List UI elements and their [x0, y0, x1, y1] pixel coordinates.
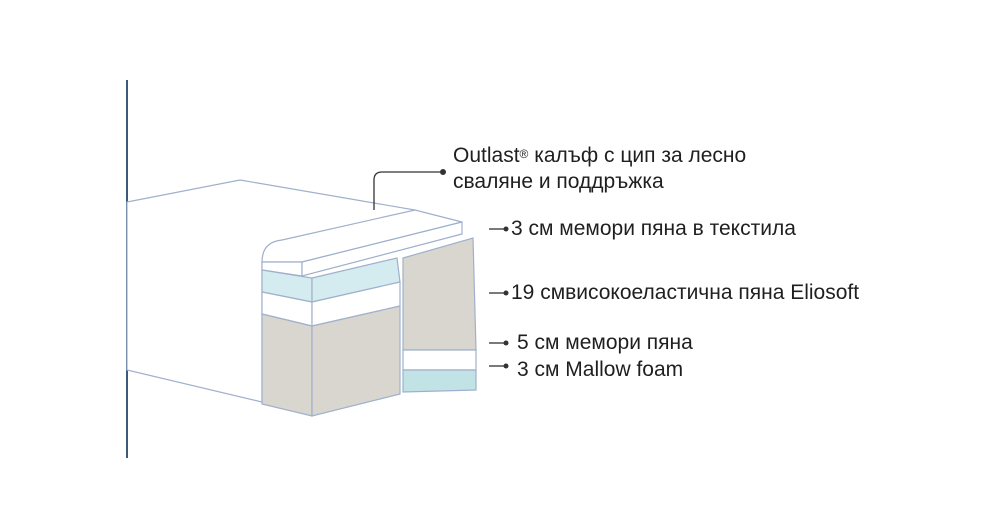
cover-leader-line [373, 171, 442, 210]
layer-arrow-4 [489, 363, 509, 369]
layer-label-4: 3 см Mallow foam [517, 358, 684, 381]
cover-side-face [301, 221, 463, 277]
cover-label-end: калъф с цип за лесно [528, 144, 747, 167]
registered-mark: ® [519, 147, 529, 161]
layer-arrow-1 [489, 226, 509, 232]
cover-top-face [261, 209, 463, 263]
layer-label-2: 19 смвисокоеластична пяна Eliosoft [511, 281, 860, 304]
cover-label-line2: сваляне и поддръжка [453, 170, 664, 193]
cover-label: Outlast® калъф с цип за лесно [453, 143, 746, 169]
layer-label-1: 3 см мемори пяна в текстила [511, 217, 796, 240]
cover-label-start: Outlast [453, 144, 520, 167]
right-block-eliosoft [402, 237, 477, 351]
eliosoft-front [261, 313, 313, 417]
cover-leader-dot [440, 169, 446, 175]
eliosoft-side [311, 305, 401, 417]
layer-label-3: 5 см мемори пяна [517, 331, 693, 354]
layer-arrow-2 [489, 290, 509, 296]
right-block-mallow [402, 369, 477, 393]
right-block-memory [402, 349, 477, 371]
layer-arrow-3 [489, 340, 509, 346]
